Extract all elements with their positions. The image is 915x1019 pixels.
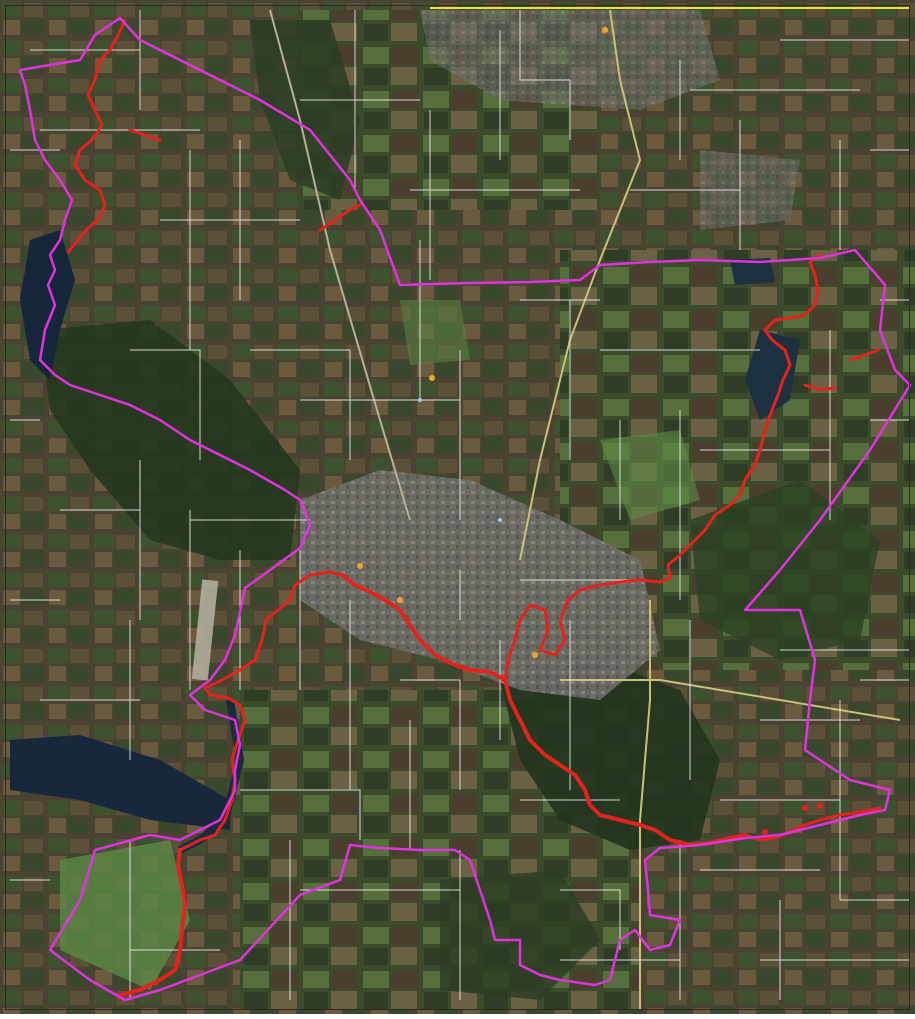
forest-north: [250, 20, 360, 200]
cadastral-grid: [10, 10, 910, 1000]
fields-green-center: [400, 300, 470, 365]
river-corridor: [66, 18, 882, 997]
forest-southeast: [500, 660, 720, 850]
river-corridor-markers: [762, 803, 823, 835]
fields-green-southwest: [60, 840, 190, 990]
forest-east: [690, 480, 880, 660]
district-boundary: [18, 16, 912, 1002]
highway-north: [519, 9, 642, 561]
map-frame: [5, 5, 910, 1010]
airfield-strip: [191, 579, 219, 681]
forest-west: [40, 320, 300, 560]
lake-northeast: [730, 258, 775, 285]
urban-northeast: [700, 150, 800, 230]
poi-markers: [357, 27, 608, 658]
rail-line: [269, 9, 411, 521]
forest-south: [440, 870, 600, 1000]
reservoir-southwest: [10, 735, 230, 830]
reservoir-west: [20, 230, 75, 380]
urban-north: [420, 10, 720, 110]
fields-green-east: [600, 430, 700, 520]
highway-south: [639, 600, 651, 1010]
